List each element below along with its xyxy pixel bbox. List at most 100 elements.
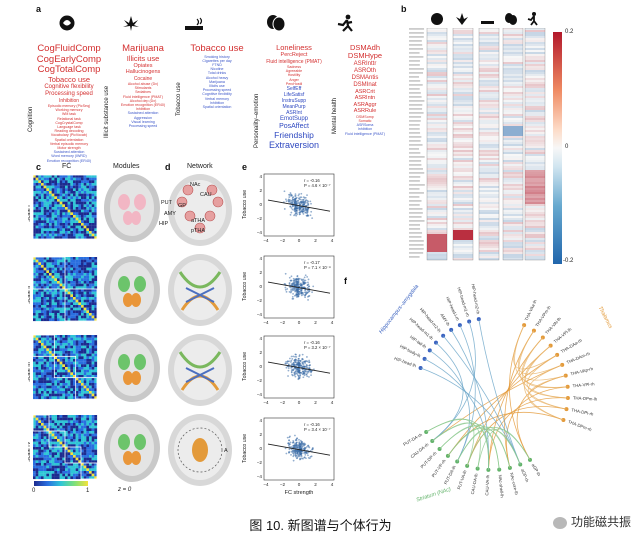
- heatmap-cell: [503, 250, 523, 252]
- heatmap-cell: [453, 146, 473, 148]
- scale-label: Scale II: [28, 285, 32, 304]
- heatmap-cell: [427, 208, 447, 210]
- heatmap-cell: [427, 90, 447, 92]
- scatter-point: [289, 205, 292, 208]
- heatmap-cell: [453, 92, 473, 94]
- masks-icon: [505, 13, 517, 25]
- node-label: PUT-DA-rh: [402, 432, 423, 447]
- connectogram-edge: [518, 330, 568, 399]
- scatter-point: [297, 455, 299, 458]
- heatmap-cell: [525, 84, 545, 86]
- scatter-point: [290, 371, 293, 374]
- scatter-point: [297, 365, 300, 368]
- scatter-point: [308, 359, 311, 362]
- scatter-point: [298, 193, 301, 196]
- heatmap-cell: [427, 74, 447, 76]
- word: DSMSomp: [356, 114, 374, 119]
- heatmap-cell: [479, 32, 499, 34]
- heatmap-cell: [427, 148, 447, 150]
- heatmap-cell: [525, 170, 545, 172]
- heatmap-cell: [427, 126, 447, 128]
- category-label-cognition: Cognition: [28, 106, 34, 132]
- scatter-point: [301, 443, 303, 446]
- wordcloud-mental: DSMAdh DSMHype ASRInttr ASROth DSMAntis …: [336, 43, 394, 136]
- scatter-point: [306, 286, 309, 289]
- scatter-point: [296, 437, 299, 440]
- connectogram-edge: [509, 324, 531, 461]
- y-tick: −4: [257, 392, 263, 397]
- heatmap-cell: [427, 242, 447, 244]
- heatmap-cell: [479, 124, 499, 126]
- scatter-point: [291, 373, 293, 376]
- heatmap-cell: [479, 218, 499, 220]
- x-tick: −4: [263, 320, 269, 325]
- scatter-point: [303, 279, 306, 282]
- scatter-point: [287, 375, 289, 377]
- heatmap-cell: [503, 148, 523, 150]
- scatter-point: [307, 454, 309, 457]
- heatmap-cell: [503, 142, 523, 144]
- heatmap-cell: [525, 68, 545, 70]
- heatmap-cell: [453, 34, 473, 36]
- heatmap-cell: [453, 168, 473, 170]
- scatter-point: [299, 290, 301, 293]
- scatter-point: [298, 376, 301, 379]
- colorbar-mid-label: 0: [565, 144, 569, 150]
- word: Opiates: [133, 62, 153, 69]
- connectogram-node: [486, 467, 491, 472]
- word: Cognitive flexibility: [44, 83, 94, 90]
- wechat-icon: [552, 516, 567, 529]
- word: Inhibition: [209, 100, 225, 105]
- word: Cigarettes per day: [202, 58, 232, 63]
- heatmap-cell: [503, 222, 523, 224]
- heatmap-cell: [479, 214, 499, 216]
- word: Processing speed: [45, 90, 93, 97]
- scatter-point: [292, 196, 295, 198]
- scatter-point: [288, 448, 291, 451]
- scatter-point: [306, 214, 309, 217]
- node-label: THA-DPI-rh: [571, 407, 595, 416]
- heatmap-cell: [503, 196, 523, 198]
- heatmap-cell: [525, 128, 545, 130]
- scatter-point: [306, 364, 309, 367]
- heatmap-cell: [479, 156, 499, 158]
- heatmap-cell: [525, 228, 545, 230]
- node-label: THA-DPm-lh: [573, 395, 598, 401]
- heatmap-colorbar: [553, 32, 562, 264]
- heatmap-cell: [503, 72, 523, 74]
- heatmap-cell: [479, 226, 499, 228]
- y-tick: 2: [259, 350, 262, 355]
- fc-colorbar: [34, 481, 88, 486]
- heatmap-cell: [503, 244, 523, 246]
- heatmap-cell: [479, 244, 499, 246]
- word: Smoking history: [204, 54, 230, 59]
- heatmap-cell: [503, 212, 523, 214]
- y-axis-label: Tobacco use: [242, 434, 248, 463]
- x-tick: 4: [331, 238, 334, 243]
- heatmap-cell: [427, 226, 447, 228]
- scatter-point: [300, 294, 303, 297]
- panel-label-e: e: [242, 162, 248, 172]
- heatmap-cell: [479, 112, 499, 114]
- heatmap-cell: [427, 164, 447, 166]
- network-brain: [168, 334, 232, 406]
- heatmap-cell: [479, 176, 499, 178]
- connectogram-edge: [447, 354, 558, 457]
- word: MeanPurp: [282, 103, 306, 110]
- heatmap-cell: [479, 76, 499, 78]
- scatter-point: [309, 200, 312, 203]
- heatmap-cell: [503, 206, 523, 208]
- scatter-point: [305, 446, 308, 448]
- scatter-point: [303, 456, 306, 459]
- heatmap-cell: [525, 210, 545, 212]
- word: ASRCrit: [355, 88, 375, 95]
- heatmap-cell: [479, 252, 499, 254]
- masks-icon: [267, 15, 286, 32]
- heatmap-cell: [503, 136, 523, 138]
- x-tick: 2: [314, 400, 317, 405]
- scale-label: Scale I: [28, 205, 32, 222]
- y-axis-label: Tobacco use: [242, 272, 248, 301]
- heatmap-cell: [525, 90, 545, 92]
- heatmap-cell: [525, 242, 545, 244]
- scatter-point: [286, 288, 289, 290]
